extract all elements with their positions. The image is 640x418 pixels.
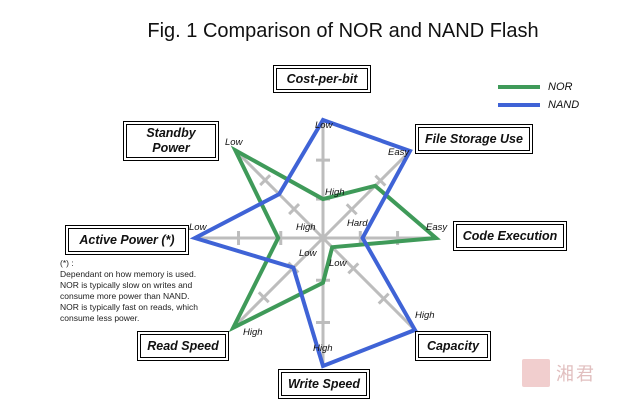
axis-tick-7-0 [288, 203, 301, 216]
series-nand [189, 117, 418, 369]
axis-tick-5-1 [257, 291, 270, 304]
footnote: (*) : Dependant on how memory is used. N… [60, 258, 198, 323]
legend-item-nor: NOR [498, 78, 579, 96]
active-high: High [296, 222, 316, 233]
legend-label-nor: NOR [548, 81, 573, 93]
cost-high: High [325, 187, 345, 198]
active-power-label: Active Power (*) [65, 225, 189, 255]
axis-tick-1-0 [345, 203, 358, 216]
read-high: High [243, 327, 263, 338]
axis-line-1 [321, 149, 412, 240]
write-high: High [313, 343, 333, 354]
capacity-high: High [415, 310, 435, 321]
seal-icon [522, 359, 550, 387]
axis-tick-3-1 [377, 292, 390, 305]
write-speed-label: Write Speed [278, 369, 370, 399]
axis-line-5 [232, 236, 325, 329]
capacity-label: Capacity [415, 331, 491, 361]
write-low: Low [299, 248, 317, 259]
axis-tick-3-0 [347, 262, 360, 275]
standby-low: Low [225, 137, 243, 148]
code-execution-label: Code Execution [453, 221, 567, 251]
series-nor [228, 145, 441, 333]
legend: NOR NAND [498, 78, 579, 114]
legend-label-nand: NAND [548, 99, 580, 111]
read-speed-label: Read Speed [137, 331, 229, 361]
file-hard: Hard [347, 218, 368, 229]
nand-swatch [498, 103, 540, 107]
file-storage-use-label: File Storage Use [415, 124, 533, 154]
figure-title: Fig. 1 Comparison of NOR and NAND Flash [147, 20, 539, 42]
active-low: Low [189, 222, 207, 233]
axis-line-3 [321, 236, 416, 331]
axis-tick-1-1 [374, 174, 387, 187]
watermark: 湘君 [522, 358, 622, 388]
nor-swatch [498, 85, 540, 89]
radar-series [189, 117, 441, 369]
file-easy: Easy [388, 147, 410, 158]
legend-item-nand: NAND [498, 96, 579, 114]
watermark-text: 湘君 [556, 364, 596, 384]
capacity-low: Low [329, 258, 347, 269]
standby-power-label: Standby Power [123, 121, 219, 161]
axis-tick-7-1 [259, 174, 272, 187]
cost-low: Low [315, 120, 333, 131]
cost-per-bit-label: Cost-per-bit [273, 65, 371, 93]
code-easy: Easy [426, 222, 448, 233]
